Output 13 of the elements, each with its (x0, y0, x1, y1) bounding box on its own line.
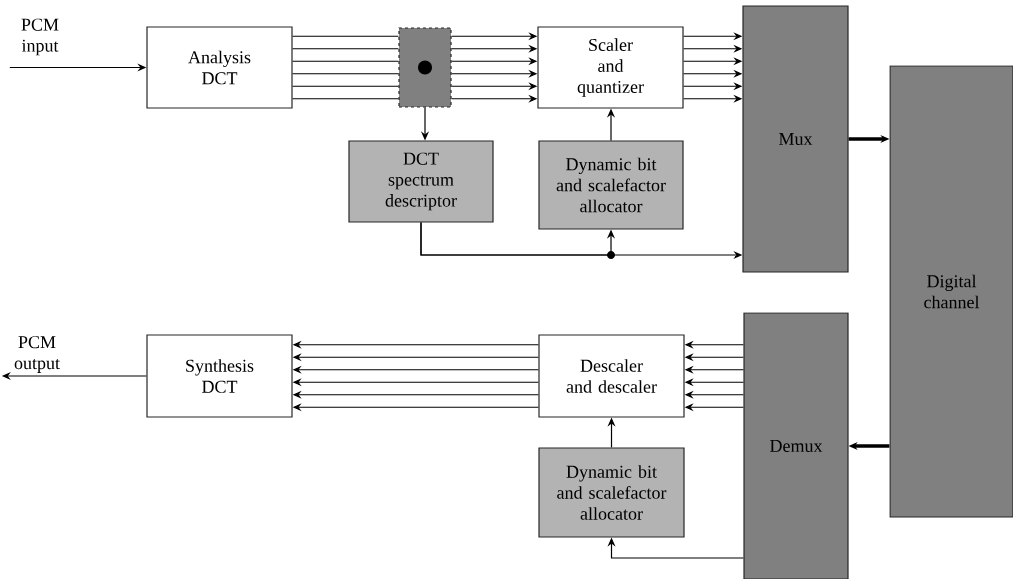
demultiplexer-block: Demux (743, 312, 849, 579)
multiplexer-block: Mux (742, 5, 849, 273)
selector-box (398, 27, 452, 108)
process-box: Synthesis DCT (146, 334, 293, 418)
io-label: PCM input (21, 18, 59, 56)
process-box: DCT spectrum descriptor (348, 140, 494, 223)
channel-block: Digital channel (889, 65, 1013, 518)
process-box: Descaler and descaler (538, 334, 685, 418)
io-label: PCM output (14, 336, 60, 373)
process-box: Analysis DCT (146, 26, 293, 109)
process-box: Dynamic bit and scalefactor allocator (538, 140, 684, 230)
process-box: Dynamic bit and scalefactor allocator (538, 447, 685, 538)
process-box: Scaler and quantizer (537, 26, 684, 109)
